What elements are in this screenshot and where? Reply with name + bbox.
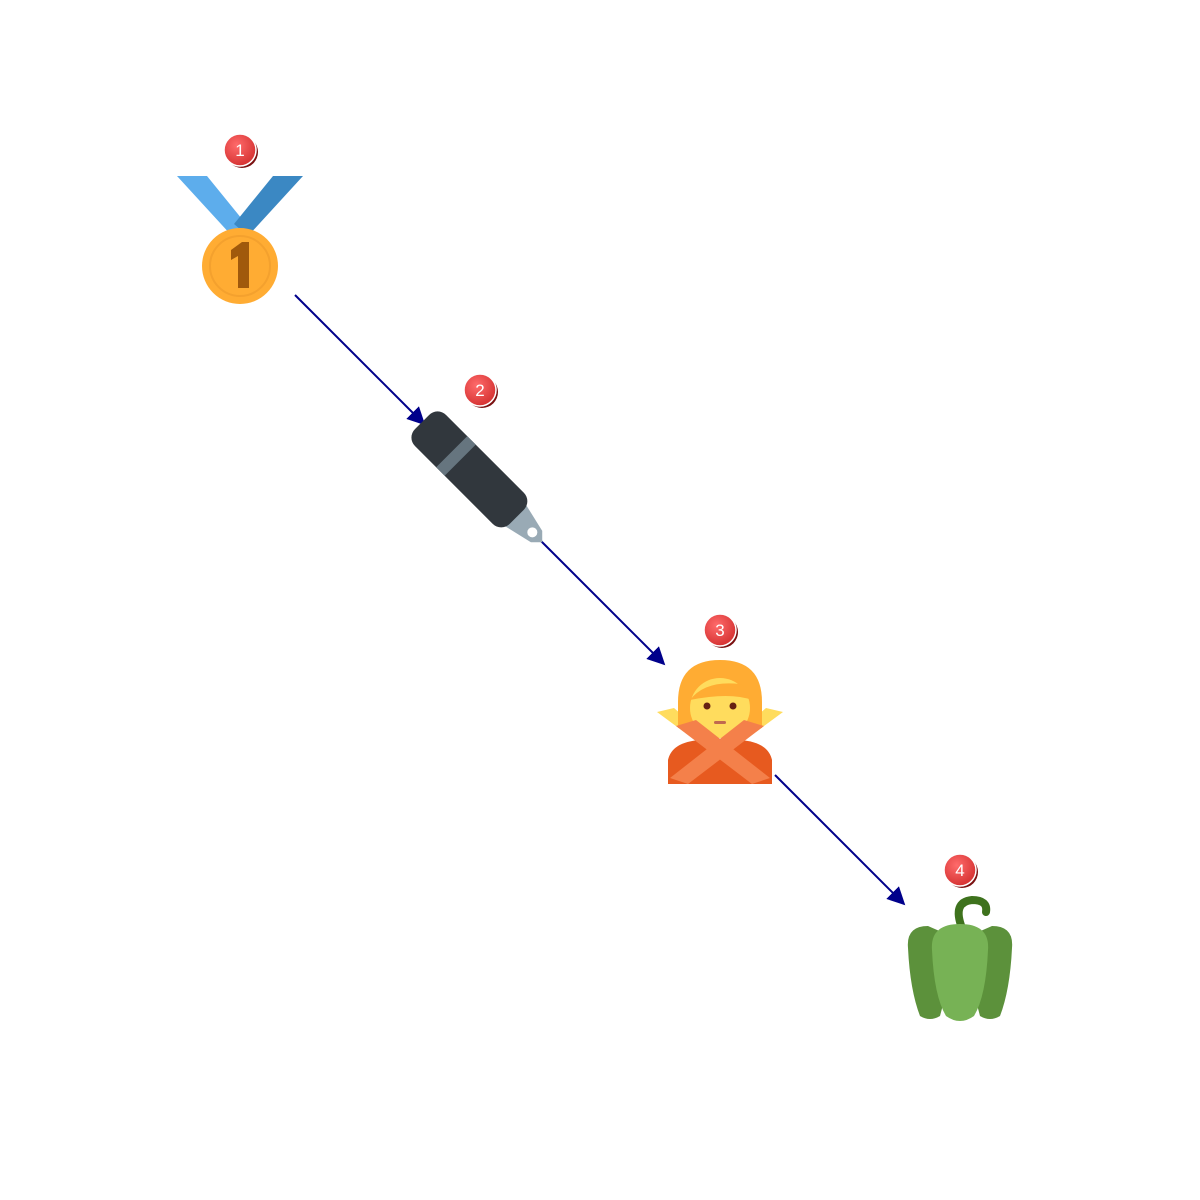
badge-1: 1 — [223, 133, 258, 168]
badge-3-number: 3 — [715, 621, 724, 640]
badge-1-number: 1 — [235, 141, 244, 160]
step-2: 2 — [411, 373, 543, 543]
first-place-medal-icon — [177, 176, 303, 304]
connector-1-2 — [294, 294, 426, 426]
step-3: 3 — [657, 613, 783, 784]
badge-2-number: 2 — [475, 381, 484, 400]
badge-4-number: 4 — [955, 861, 964, 880]
bell-pepper-icon — [907, 895, 1013, 1021]
connector-2-3 — [534, 534, 666, 666]
step-1: 1 — [177, 133, 303, 304]
step-4: 4 — [907, 853, 1013, 1021]
person-gesturing-no-icon — [657, 660, 783, 784]
connector-3-4 — [774, 774, 906, 906]
badge-2: 2 — [463, 373, 498, 408]
badge-3: 3 — [703, 613, 738, 648]
badge-4: 4 — [943, 853, 978, 888]
fountain-pen-icon — [411, 411, 543, 543]
